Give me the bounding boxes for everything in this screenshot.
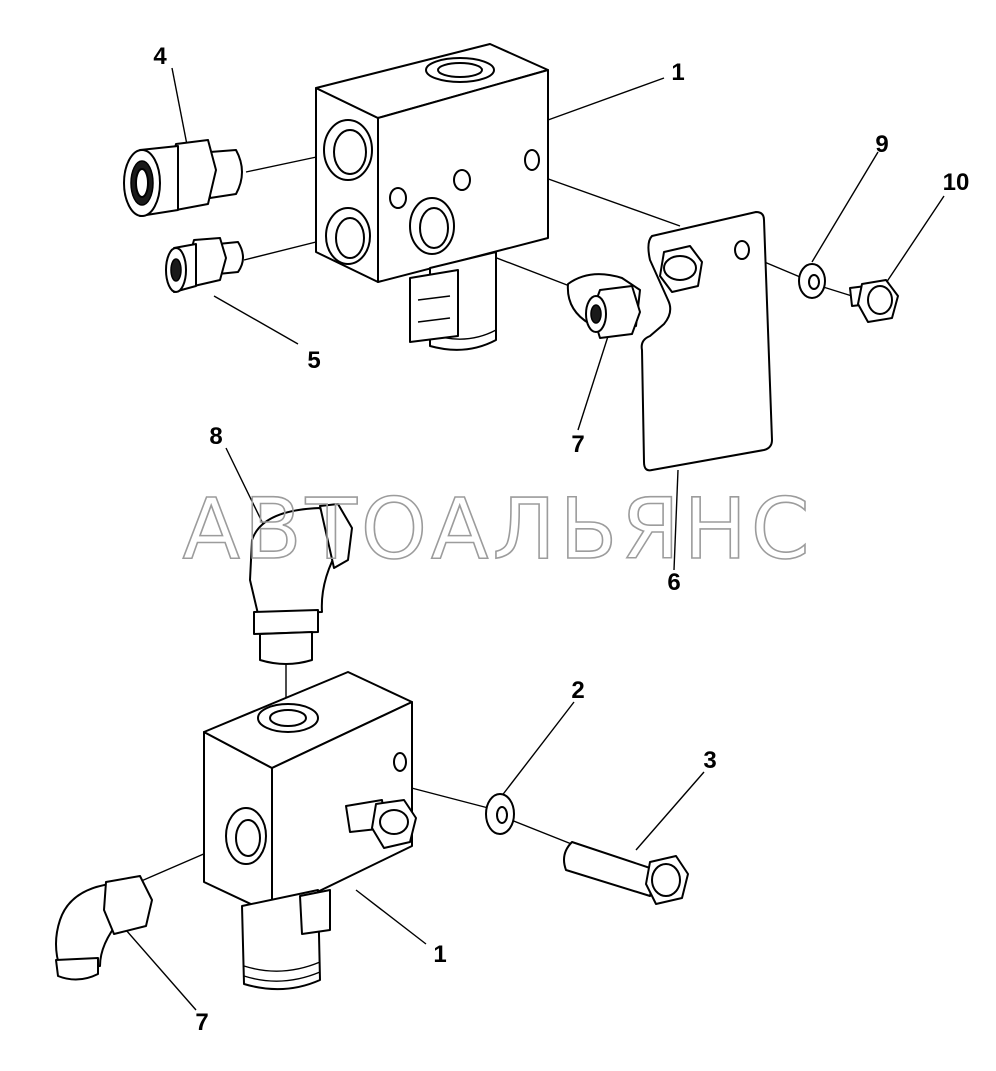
watermark-text: АВТОАЛЬЯНС bbox=[183, 480, 814, 578]
callout-6: 6 bbox=[667, 569, 680, 596]
bottom-valve-block bbox=[203, 671, 417, 991]
callout-leaders bbox=[125, 67, 945, 1011]
callout-3: 3 bbox=[703, 747, 716, 774]
elbow-7-top bbox=[566, 273, 641, 339]
bolt-10 bbox=[849, 279, 899, 323]
washer-9 bbox=[798, 263, 826, 299]
elbow-8 bbox=[249, 503, 353, 665]
callout-9: 9 bbox=[875, 131, 888, 158]
fitting-5 bbox=[165, 237, 244, 293]
fitting-4 bbox=[123, 139, 243, 217]
callout-7-top: 7 bbox=[571, 431, 584, 458]
callout-1-top: 1 bbox=[671, 59, 684, 86]
callout-labels: 4 1 9 10 5 7 8 6 2 3 1 7 bbox=[153, 43, 969, 1036]
callout-4: 4 bbox=[153, 43, 167, 70]
callout-7-bottom: 7 bbox=[195, 1009, 208, 1036]
bracket-6 bbox=[640, 211, 773, 472]
elbow-7-bottom bbox=[55, 875, 153, 981]
top-valve-block bbox=[315, 43, 549, 351]
callout-2: 2 bbox=[571, 677, 584, 704]
callout-8: 8 bbox=[209, 423, 222, 450]
callout-1-bottom: 1 bbox=[433, 941, 446, 968]
callout-5: 5 bbox=[307, 347, 320, 374]
callout-10: 10 bbox=[943, 169, 970, 196]
bolt-3 bbox=[563, 841, 689, 905]
washer-2 bbox=[485, 793, 515, 835]
